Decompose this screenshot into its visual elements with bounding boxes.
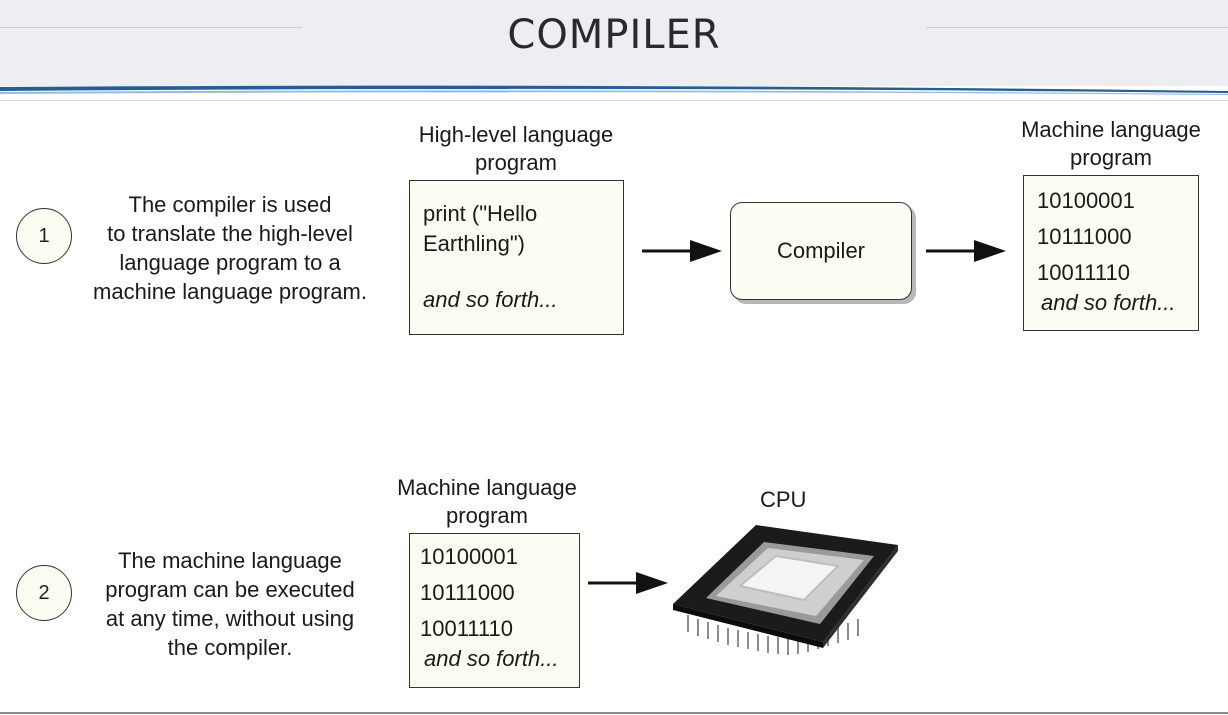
arrow-right-icon [926, 240, 1006, 262]
machine-program-label: Machine language program [990, 116, 1228, 172]
slide-bottom-border [0, 712, 1228, 714]
step-2-description-line: The machine language [118, 548, 342, 573]
label-line: program [475, 150, 557, 175]
step-1-description-line: language program to a [119, 250, 341, 275]
code-line: 10100001 [420, 544, 518, 569]
cpu-chip-icon [673, 525, 898, 655]
code-line: 10011110 [420, 616, 513, 641]
header-rule-left [0, 27, 302, 28]
compiler-box: Compiler [730, 202, 912, 300]
code-line: 10111000 [1037, 224, 1132, 249]
high-level-program-label: High-level language program [396, 121, 636, 177]
header-accent-swoosh [0, 85, 1228, 95]
slide-title: COMPILER [507, 12, 721, 58]
step-1-description: The compiler is used to translate the hi… [78, 190, 382, 306]
machine-program-label: Machine language program [374, 474, 600, 530]
label-line: Machine language [1021, 117, 1201, 142]
step-2-description-line: at any time, without using [105, 606, 355, 631]
label-line: program [446, 503, 528, 528]
step-1-description-line: machine language program. [93, 279, 367, 304]
step-2-description-line: the compiler. [167, 635, 293, 660]
header-rule-right [926, 27, 1228, 28]
code-line: 10100001 [1037, 188, 1135, 213]
step-2-description: The machine language program can be exec… [78, 546, 382, 662]
code-ellipsis: and so forth... [424, 646, 559, 671]
label-line: program [1070, 145, 1152, 170]
slide-header: COMPILER [0, 0, 1228, 86]
cpu-label: CPU [760, 487, 807, 512]
content-top-border [0, 100, 1228, 101]
code-ellipsis: and so forth... [423, 287, 558, 312]
high-level-program-box: print ("Hello Earthling") and so forth..… [409, 180, 624, 335]
label-line: Machine language [397, 475, 577, 500]
step-1-description-line: The compiler is used [128, 192, 332, 217]
step-2-number: 2 [16, 565, 72, 621]
arrow-right-icon [588, 572, 668, 594]
code-line: print ("Hello [423, 201, 538, 226]
code-ellipsis: and so forth... [1041, 290, 1176, 315]
code-line: Earthling") [423, 231, 525, 256]
step-1-number: 1 [16, 208, 72, 264]
machine-program-box: 10100001 10111000 10011110 and so forth.… [409, 533, 580, 688]
code-line: 10111000 [420, 580, 515, 605]
arrow-right-icon [642, 240, 722, 262]
step-2-description-line: program can be executed [105, 577, 355, 602]
label-line: High-level language [418, 122, 614, 147]
machine-program-box: 10100001 10111000 10011110 and so forth.… [1023, 175, 1199, 331]
step-1-description-line: to translate the high-level [107, 221, 353, 246]
code-line: 10011110 [1037, 260, 1130, 285]
